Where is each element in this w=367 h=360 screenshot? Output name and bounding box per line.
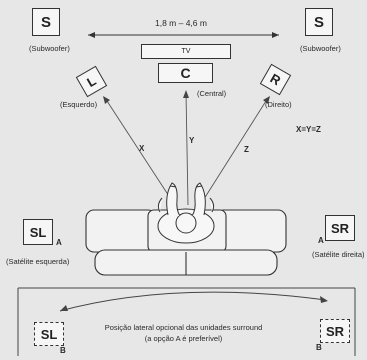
surround-left-box: SL: [23, 219, 53, 245]
line-y-label: Y: [189, 136, 195, 145]
distance-arrow-right: [272, 32, 279, 38]
surround-left-caption: (Satélite esquerda): [6, 257, 70, 266]
line-z-label: Z: [244, 145, 249, 154]
line-z-arrowhead: [263, 96, 270, 104]
subwoofer-right-box: S: [305, 8, 333, 36]
optional-arc-right-head: [320, 296, 328, 303]
subwoofer-left-box: S: [32, 8, 60, 36]
distance-arrow-left: [88, 32, 95, 38]
optional-arc: [59, 291, 327, 312]
right-speaker-caption: (Direito): [265, 100, 292, 109]
center-speaker-caption: (Central): [197, 89, 227, 98]
line-x-arrowhead: [103, 96, 110, 104]
optional-surround-right-box: SR: [320, 319, 350, 343]
surround-right-tag: A: [318, 236, 324, 245]
line-y-arrowhead: [183, 90, 189, 98]
line-x: [106, 100, 179, 211]
line-y: [185, 91, 189, 206]
surround-right-box: SR: [325, 215, 355, 241]
surround-right-caption: (Satélite direita): [312, 250, 365, 259]
optional-surround-left-box: SL: [34, 322, 64, 346]
subwoofer-right-caption: (Subwoofer): [300, 44, 341, 53]
left-speaker-caption: (Esquerdo): [60, 100, 98, 109]
optional-surround-left-tag: B: [60, 346, 66, 355]
optional-surround-right-tag: B: [316, 343, 322, 352]
equation-label: X=Y=Z: [296, 125, 321, 134]
person-figure: [157, 182, 215, 244]
distance-label: 1,8 m – 4,6 m: [155, 18, 207, 28]
subwoofer-left-caption: (Subwoofer): [29, 44, 70, 53]
surround-left-tag: A: [56, 238, 62, 247]
tv-box: TV: [141, 44, 231, 59]
optional-note-line2: (a opção A é preferível): [144, 334, 223, 343]
optional-note-line1: Posição lateral opcional das unidades su…: [104, 323, 263, 332]
line-x-label: X: [139, 144, 145, 153]
line-z: [196, 100, 267, 211]
center-speaker-box: C: [158, 63, 213, 83]
sofa: [85, 209, 287, 276]
optional-arc-left-head: [60, 305, 68, 311]
